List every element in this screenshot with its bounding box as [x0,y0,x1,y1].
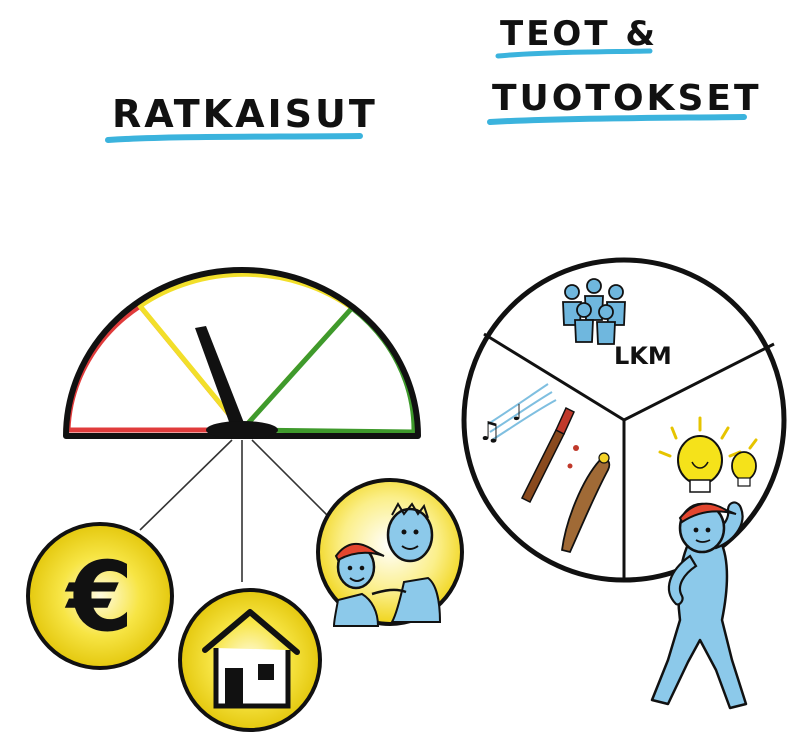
heading-teot-tuotokset: TEOT & TUOTOKSET [487,14,762,125]
outputs-pie: LKM ♫ ♩ [461,257,787,583]
people-coin [316,478,464,627]
svg-text:♫: ♫ [478,417,501,447]
house-icon [202,609,300,709]
pie-top-label: LKM [614,342,672,370]
gauge-needle [195,326,246,430]
people-icon [332,501,442,627]
connector-people [251,439,331,519]
music-paintbrush-bat-icon: ♫ ♩ [478,383,611,554]
house-coin [178,588,322,732]
heading-right-line1: TEOT & [500,14,658,54]
gauge-connectors [139,439,331,582]
svg-text:♩: ♩ [512,401,522,426]
euro-coin: € [26,522,174,670]
gauge-outline [63,267,421,439]
thinking-person-figure [650,501,748,710]
heading-right-line2: TUOTOKSET [492,78,762,119]
pie-divider-left [483,332,625,422]
connector-euro [139,439,233,531]
heading-ratkaisut: RATKAISUT [105,92,378,143]
euro-icon: € [65,541,134,653]
heading-right-underline2 [487,114,747,125]
lightbulbs-icon [658,416,758,493]
pie-divider-right [623,342,775,422]
heading-left-underline [105,133,363,143]
heading-right-underline1 [495,48,653,59]
gauge [63,267,421,439]
group-of-people-icon [562,278,626,345]
heading-left-text: RATKAISUT [112,92,378,136]
gauge-pivot [206,421,278,439]
